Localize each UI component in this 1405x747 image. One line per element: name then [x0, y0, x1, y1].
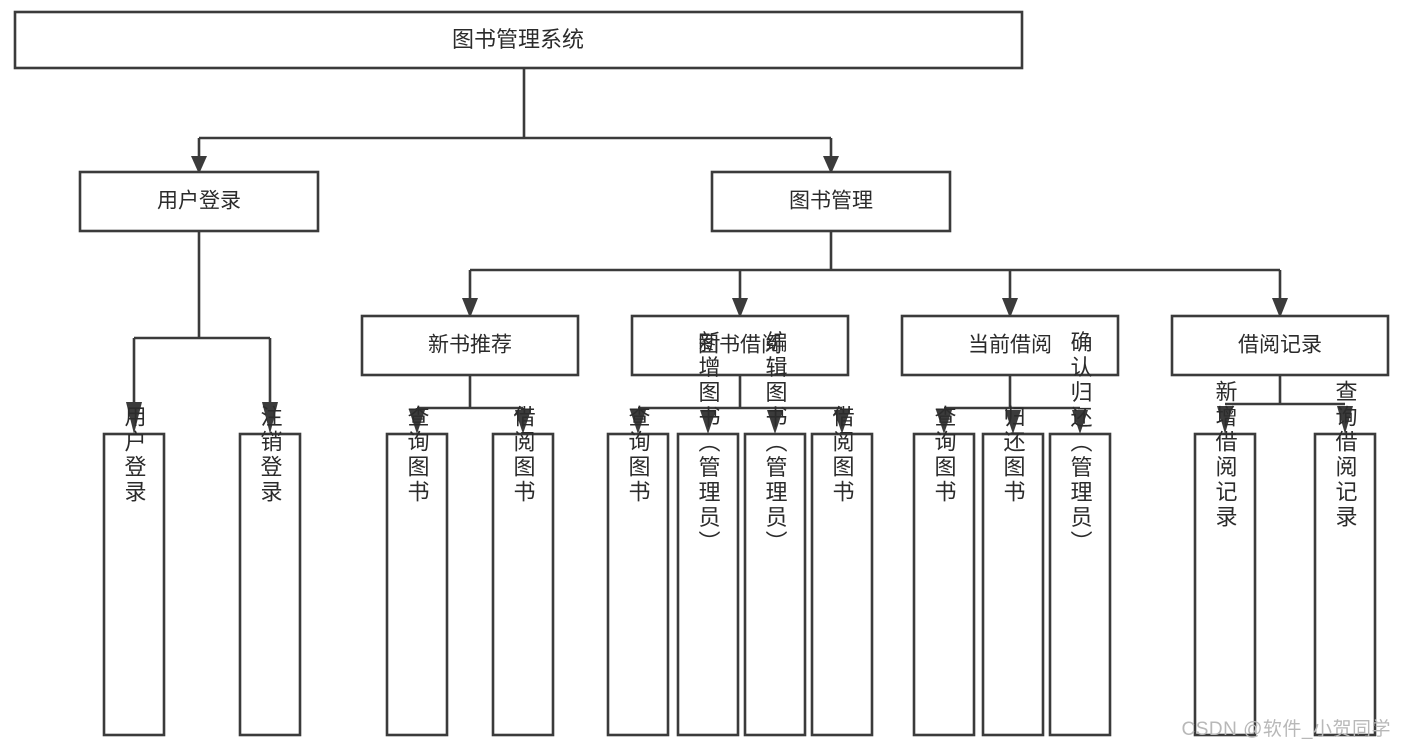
node-current-borrow-label: 当前借阅: [968, 334, 1052, 357]
arrow-head-nb-leaf-2: [515, 410, 531, 434]
connector-layer: [126, 68, 1353, 434]
leaf-user-login-logout-label: 注销登录: [258, 405, 283, 505]
node-new-book-recommend-label: 新书推荐: [428, 334, 512, 357]
arrow-head-ul-leaf-2: [262, 402, 278, 434]
leaf-book-borrow-edit-box[interactable]: [743, 432, 807, 737]
leaf-book-borrow-add-label: 新增图书（管理员）: [696, 331, 721, 556]
leaf-new-book-borrow[interactable]: 借阅图书: [491, 405, 555, 737]
csdn-watermark: CSDN @软件_小贺同学: [1181, 719, 1391, 740]
node-current-borrow-box[interactable]: [900, 314, 1120, 377]
leaf-book-borrow-borrow[interactable]: 借阅图书: [810, 405, 874, 737]
leaf-borrow-record-add[interactable]: 新增借阅记录: [1193, 380, 1257, 737]
leaf-book-borrow-add[interactable]: 新增图书（管理员）: [676, 331, 740, 737]
node-root-system-label: 图书管理系统: [452, 27, 584, 52]
leaf-book-borrow-borrow-box[interactable]: [810, 432, 874, 737]
leaf-current-borrow-query[interactable]: 查询图书: [912, 405, 976, 737]
leaf-book-borrow-borrow-label: 借阅图书: [830, 405, 855, 505]
node-borrow-record-box[interactable]: [1170, 314, 1390, 377]
node-user-login-box[interactable]: [78, 170, 320, 233]
arrow-head-current-borrow: [1002, 298, 1018, 318]
leaf-borrow-record-query-label: 查询借阅记录: [1333, 380, 1358, 530]
node-book-manage[interactable]: 图书管理: [710, 170, 952, 233]
node-user-login[interactable]: 用户登录: [78, 170, 320, 233]
arrow-head-br-leaf-2: [1337, 406, 1353, 434]
leaf-new-book-query-label: 查询图书: [405, 405, 430, 505]
leaf-book-borrow-edit-label: 编辑图书（管理员）: [763, 331, 788, 556]
arrow-head-br-leaf-1: [1217, 406, 1233, 434]
arrow-head-borrow-record: [1272, 298, 1288, 318]
arrow-head-cb-leaf-3: [1072, 410, 1088, 434]
node-new-book-recommend-box[interactable]: [360, 314, 580, 377]
arrow-head-bb-leaf-3: [767, 410, 783, 434]
arrow-head-user-login: [191, 156, 207, 174]
node-current-borrow[interactable]: 当前借阅: [900, 314, 1120, 377]
leaf-current-borrow-return-label: 归还图书: [1001, 405, 1026, 505]
arrow-head-new-book: [462, 298, 478, 318]
node-borrow-record-label: 借阅记录: [1238, 334, 1322, 357]
arrow-head-bb-leaf-1: [630, 410, 646, 434]
leaf-borrow-record-query-box[interactable]: [1313, 432, 1377, 737]
node-new-book-recommend[interactable]: 新书推荐: [360, 314, 580, 377]
node-book-borrow[interactable]: 图书借阅: [630, 314, 850, 377]
leaf-user-login-logout-box[interactable]: [238, 432, 302, 737]
node-borrow-record[interactable]: 借阅记录: [1170, 314, 1390, 377]
node-book-manage-label: 图书管理: [789, 190, 873, 213]
leaf-book-borrow-query-box[interactable]: [606, 432, 670, 737]
arrow-head-ul-leaf-1: [126, 402, 142, 434]
leaf-current-borrow-return-box[interactable]: [981, 432, 1045, 737]
arrow-head-nb-leaf-1: [409, 410, 425, 434]
leaf-book-borrow-query[interactable]: 查询图书: [606, 405, 670, 737]
leaf-new-book-query[interactable]: 查询图书: [385, 405, 449, 737]
node-book-borrow-box[interactable]: [630, 314, 850, 377]
arrow-head-book-manage: [823, 156, 839, 174]
leaf-book-borrow-query-label: 查询图书: [626, 405, 651, 505]
leaf-current-borrow-return[interactable]: 归还图书: [981, 405, 1045, 737]
leaf-current-borrow-confirm-return-box[interactable]: [1048, 432, 1112, 737]
node-book-manage-box[interactable]: [710, 170, 952, 233]
leaf-borrow-record-add-box[interactable]: [1193, 432, 1257, 737]
node-book-borrow-label: 图书借阅: [698, 334, 782, 357]
leaf-new-book-query-box[interactable]: [385, 432, 449, 737]
arrow-head-bb-leaf-4: [834, 410, 850, 434]
arrow-head-cb-leaf-2: [1005, 410, 1021, 434]
leaf-user-login-login-box[interactable]: [102, 432, 166, 737]
leaf-current-borrow-query-label: 查询图书: [932, 405, 957, 505]
leaf-user-login-login-label: 用户登录: [122, 405, 147, 505]
leaf-new-book-borrow-box[interactable]: [491, 432, 555, 737]
node-root-system-box[interactable]: [13, 10, 1024, 70]
leaf-book-borrow-edit[interactable]: 编辑图书（管理员）: [743, 331, 807, 737]
arrow-head-bb-leaf-2: [700, 410, 716, 434]
leaf-user-login-logout[interactable]: 注销登录: [238, 405, 302, 737]
leaf-current-borrow-query-box[interactable]: [912, 432, 976, 737]
arrow-head-cb-leaf-1: [936, 410, 952, 434]
leaf-user-login-login[interactable]: 用户登录: [102, 405, 166, 737]
leaf-new-book-borrow-label: 借阅图书: [511, 405, 536, 505]
leaf-current-borrow-confirm-return-label: 确认归还（管理员）: [1068, 331, 1093, 556]
leaf-borrow-record-query[interactable]: 查询借阅记录: [1313, 380, 1377, 737]
node-user-login-label: 用户登录: [157, 190, 241, 213]
arrow-head-book-borrow: [732, 298, 748, 318]
leaf-borrow-record-add-label: 新增借阅记录: [1213, 380, 1238, 530]
leaf-book-borrow-add-box[interactable]: [676, 432, 740, 737]
leaf-current-borrow-confirm-return[interactable]: 确认归还（管理员）: [1048, 331, 1112, 737]
node-root-system[interactable]: 图书管理系统: [13, 10, 1024, 70]
